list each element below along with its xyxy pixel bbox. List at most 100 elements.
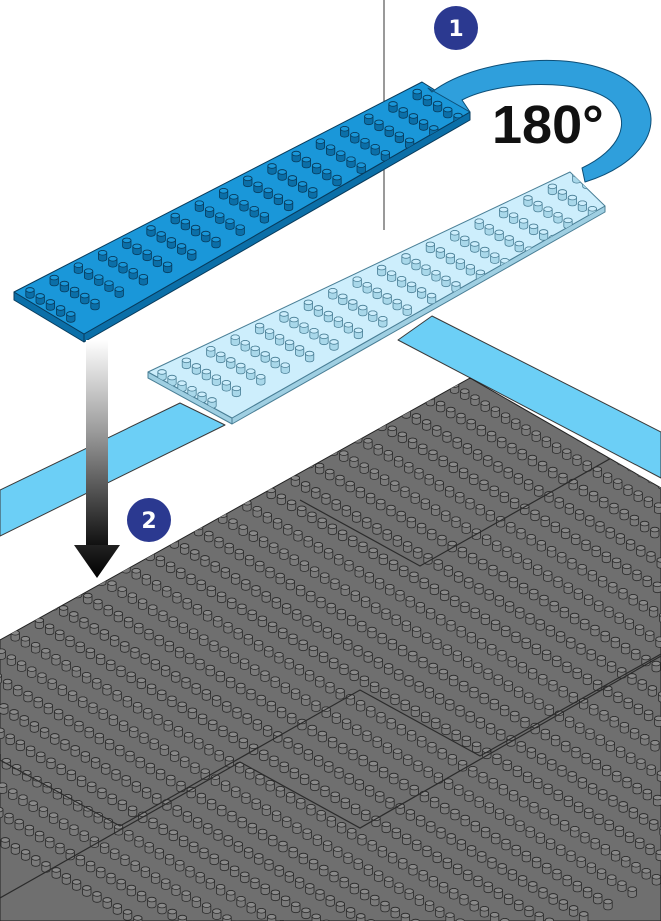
stud-top (317, 597, 325, 602)
stud-top (320, 865, 328, 870)
stud-top (384, 664, 392, 669)
stud-top (206, 878, 214, 883)
stud-top (508, 656, 516, 661)
stud (57, 551, 65, 562)
stud-top (600, 497, 608, 502)
stud-top (202, 476, 210, 481)
stud-top (490, 699, 498, 704)
stud-top (94, 812, 102, 817)
stud-top (261, 458, 269, 463)
stud (25, 612, 33, 623)
stud-top (205, 531, 213, 536)
stud-top (81, 752, 89, 757)
stud-top (478, 852, 486, 857)
stud-top (391, 694, 399, 699)
stud-top (549, 680, 557, 685)
stud-top (629, 381, 637, 386)
stud-top (370, 469, 378, 474)
stud-top (14, 685, 22, 690)
stud-top (266, 780, 274, 785)
stud-top (0, 704, 8, 709)
stud-top (155, 635, 163, 640)
stud-top (525, 693, 533, 698)
stud-top (477, 425, 485, 430)
stud-top (332, 713, 340, 718)
stud-top (269, 835, 277, 840)
stud-top (90, 624, 98, 629)
stud-top (61, 526, 69, 531)
stud-top (652, 874, 660, 879)
stud (299, 427, 307, 438)
stud-top (19, 582, 27, 587)
stud-top (335, 768, 343, 773)
stud-top (369, 761, 377, 766)
stud-top (310, 567, 318, 572)
stud (543, 358, 551, 369)
stud-top (370, 682, 378, 687)
stud-top (208, 398, 216, 403)
stud-top (653, 582, 661, 587)
stud-top (458, 760, 466, 765)
stud-top (575, 510, 583, 515)
stud (623, 200, 631, 211)
stud-top (316, 890, 324, 895)
stud-top (354, 646, 362, 651)
stud-top (104, 605, 112, 610)
stud-top (644, 497, 652, 502)
stud-top (574, 802, 582, 807)
stud-top (293, 610, 301, 615)
stud (212, 482, 220, 493)
stud-top (591, 838, 599, 843)
stud-top (192, 364, 200, 369)
stud-top (195, 738, 203, 743)
stud-top (435, 694, 443, 699)
stud-top (380, 475, 388, 480)
stud-top (313, 622, 321, 627)
stud-top (603, 189, 611, 194)
stud-top (47, 545, 55, 550)
stud-top (95, 733, 103, 738)
stud-top (452, 517, 460, 522)
stud-top (426, 608, 434, 613)
stud-top (595, 601, 603, 606)
stud-top (643, 576, 651, 581)
stud-top (278, 170, 286, 175)
stud-top (359, 542, 367, 547)
stud-top (586, 729, 594, 734)
stud-top (204, 824, 212, 829)
stud-top (327, 603, 335, 608)
stud-top (454, 572, 462, 577)
stud-top (477, 638, 485, 643)
stud-top (549, 894, 557, 899)
stud (598, 363, 606, 374)
stud-top (189, 629, 197, 634)
stud-top (52, 654, 60, 659)
stud-top (0, 783, 7, 788)
stud (313, 408, 321, 419)
stud (216, 458, 224, 469)
stud-top (334, 847, 342, 852)
stud-top (437, 614, 445, 619)
stud-top (540, 808, 548, 813)
stud-top (179, 836, 187, 841)
stud-top (527, 534, 535, 539)
stud-top (625, 619, 633, 624)
stud-top (108, 794, 116, 799)
stud-top (17, 661, 25, 666)
stud-top (413, 89, 421, 94)
stud-top (276, 786, 284, 791)
stud-top (304, 536, 312, 541)
stud-top (81, 293, 89, 298)
stud-top (183, 812, 191, 817)
stud-top (412, 414, 420, 419)
stud-top (214, 616, 222, 621)
stud-top (612, 558, 620, 563)
stud-top (12, 551, 20, 556)
stud-top (226, 464, 234, 469)
stud-top (639, 814, 647, 819)
stud-top (523, 559, 531, 564)
stud (184, 519, 192, 530)
stud-top (257, 908, 265, 913)
stud-top (416, 389, 424, 394)
stud-top (67, 770, 75, 775)
